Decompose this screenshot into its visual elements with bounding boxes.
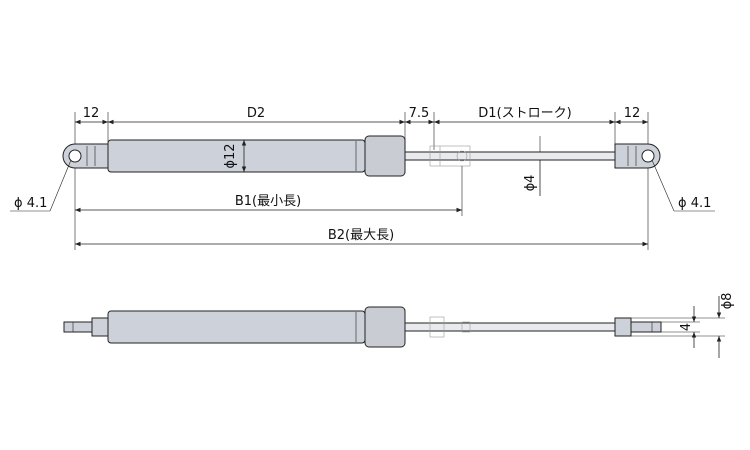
cylinder-diameter-dim: ϕ12 <box>223 140 247 172</box>
dim-rod-diameter: ϕ4 <box>523 175 538 192</box>
side-cylinder-body <box>107 310 366 344</box>
dim-hole-left: ϕ 4.1 <box>14 196 47 211</box>
dim-slot-width: 4 <box>679 323 694 331</box>
dim-hole-right: ϕ 4.1 <box>678 196 711 211</box>
side-view: ϕ8 4 <box>63 293 735 358</box>
dim-min-length: B1(最小長) <box>235 194 301 209</box>
min-length-dim: B1(最小長) <box>75 166 463 216</box>
side-left-end <box>63 317 109 337</box>
piston-rod <box>404 145 616 167</box>
dim-end-diameter: ϕ8 <box>720 293 735 310</box>
side-piston-rod <box>404 316 616 338</box>
side-collar <box>364 306 406 348</box>
hole-left-callout: ϕ 4.1 <box>10 159 72 212</box>
hole-right-callout: ϕ 4.1 <box>651 159 715 212</box>
dim-cyl-diameter: ϕ12 <box>223 143 238 168</box>
dim-eye-right: 12 <box>624 106 641 121</box>
dim-eye-left: 12 <box>83 106 100 121</box>
collar <box>364 135 406 177</box>
side-right-end <box>614 317 662 337</box>
top-view: 12 D2 7.5 D1(ストローク) 12 ϕ12 <box>10 106 715 250</box>
dim-cylinder-length: D2 <box>247 106 265 121</box>
dim-stroke: D1(ストローク) <box>478 106 571 121</box>
side-end-dims: ϕ8 4 <box>631 293 735 358</box>
dim-max-length: B2(最大長) <box>328 228 394 243</box>
right-eye-fitting <box>614 143 661 169</box>
dim-gap: 7.5 <box>409 106 430 121</box>
rod-diameter-dim: ϕ4 <box>523 136 541 196</box>
max-length-dim: B2(最大長) <box>74 168 649 250</box>
left-eye-fitting <box>62 143 109 169</box>
